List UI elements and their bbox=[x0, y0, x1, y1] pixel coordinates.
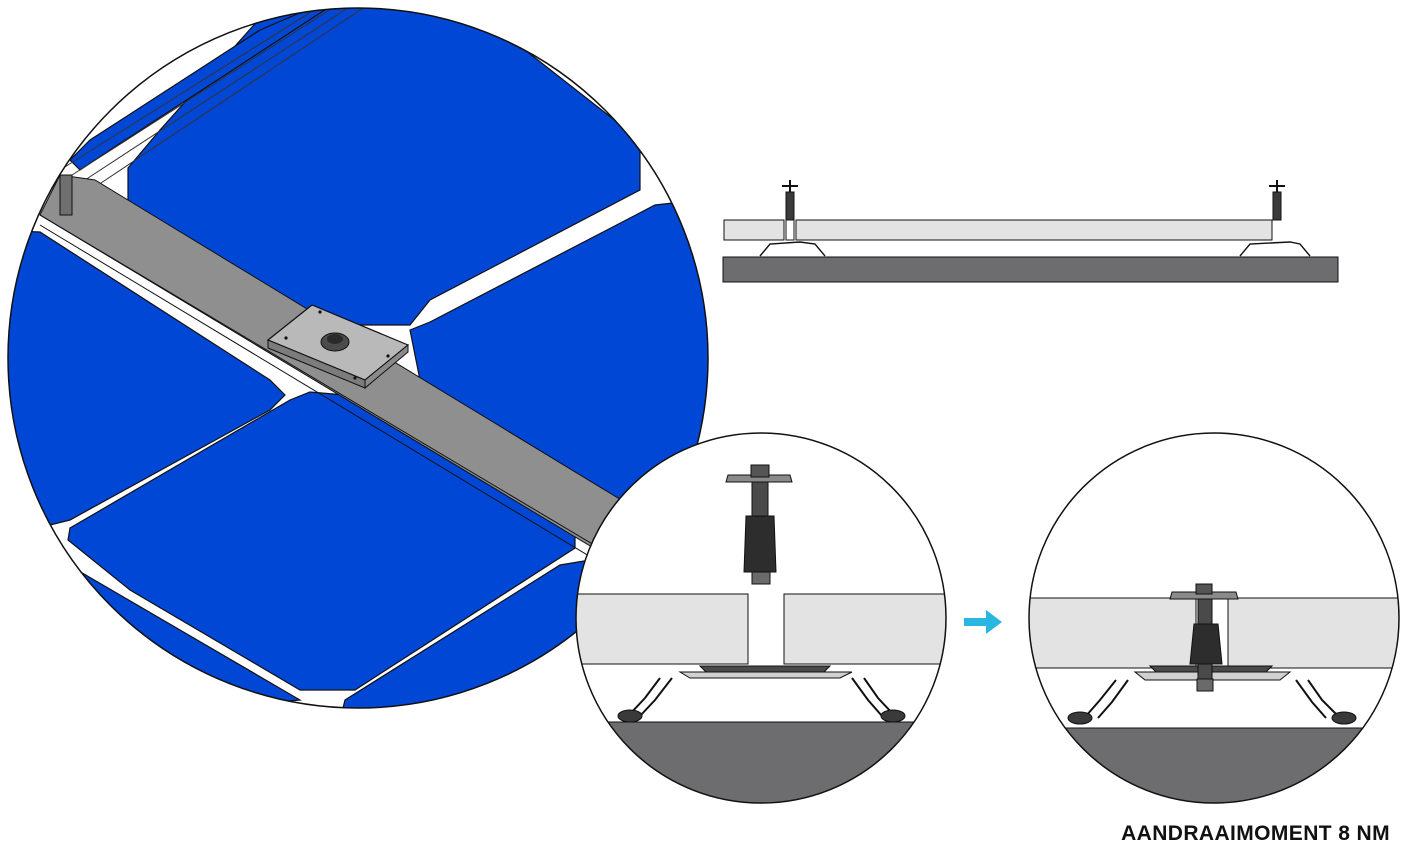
torque-caption: AANDRAAIMOMENT 8 NM bbox=[1121, 822, 1390, 845]
module-right bbox=[1227, 597, 1399, 669]
roof-surface bbox=[576, 721, 946, 803]
module-left bbox=[723, 219, 785, 241]
detail-after-view bbox=[1028, 432, 1400, 804]
clamp-left bbox=[782, 180, 798, 241]
arrow-right-icon bbox=[964, 610, 1002, 634]
clamp-right bbox=[1269, 180, 1285, 221]
mid-clamp bbox=[266, 304, 410, 390]
module-left bbox=[1029, 597, 1197, 669]
module-left bbox=[576, 593, 749, 665]
detail-before-view bbox=[575, 432, 947, 804]
roof-surface bbox=[722, 256, 1339, 283]
roof-surface bbox=[1029, 727, 1399, 803]
mid-clamp bbox=[1169, 583, 1239, 692]
module-right bbox=[795, 219, 1273, 241]
side-view-diagram bbox=[722, 180, 1339, 283]
module-right bbox=[783, 593, 946, 665]
mid-clamp bbox=[725, 464, 793, 585]
